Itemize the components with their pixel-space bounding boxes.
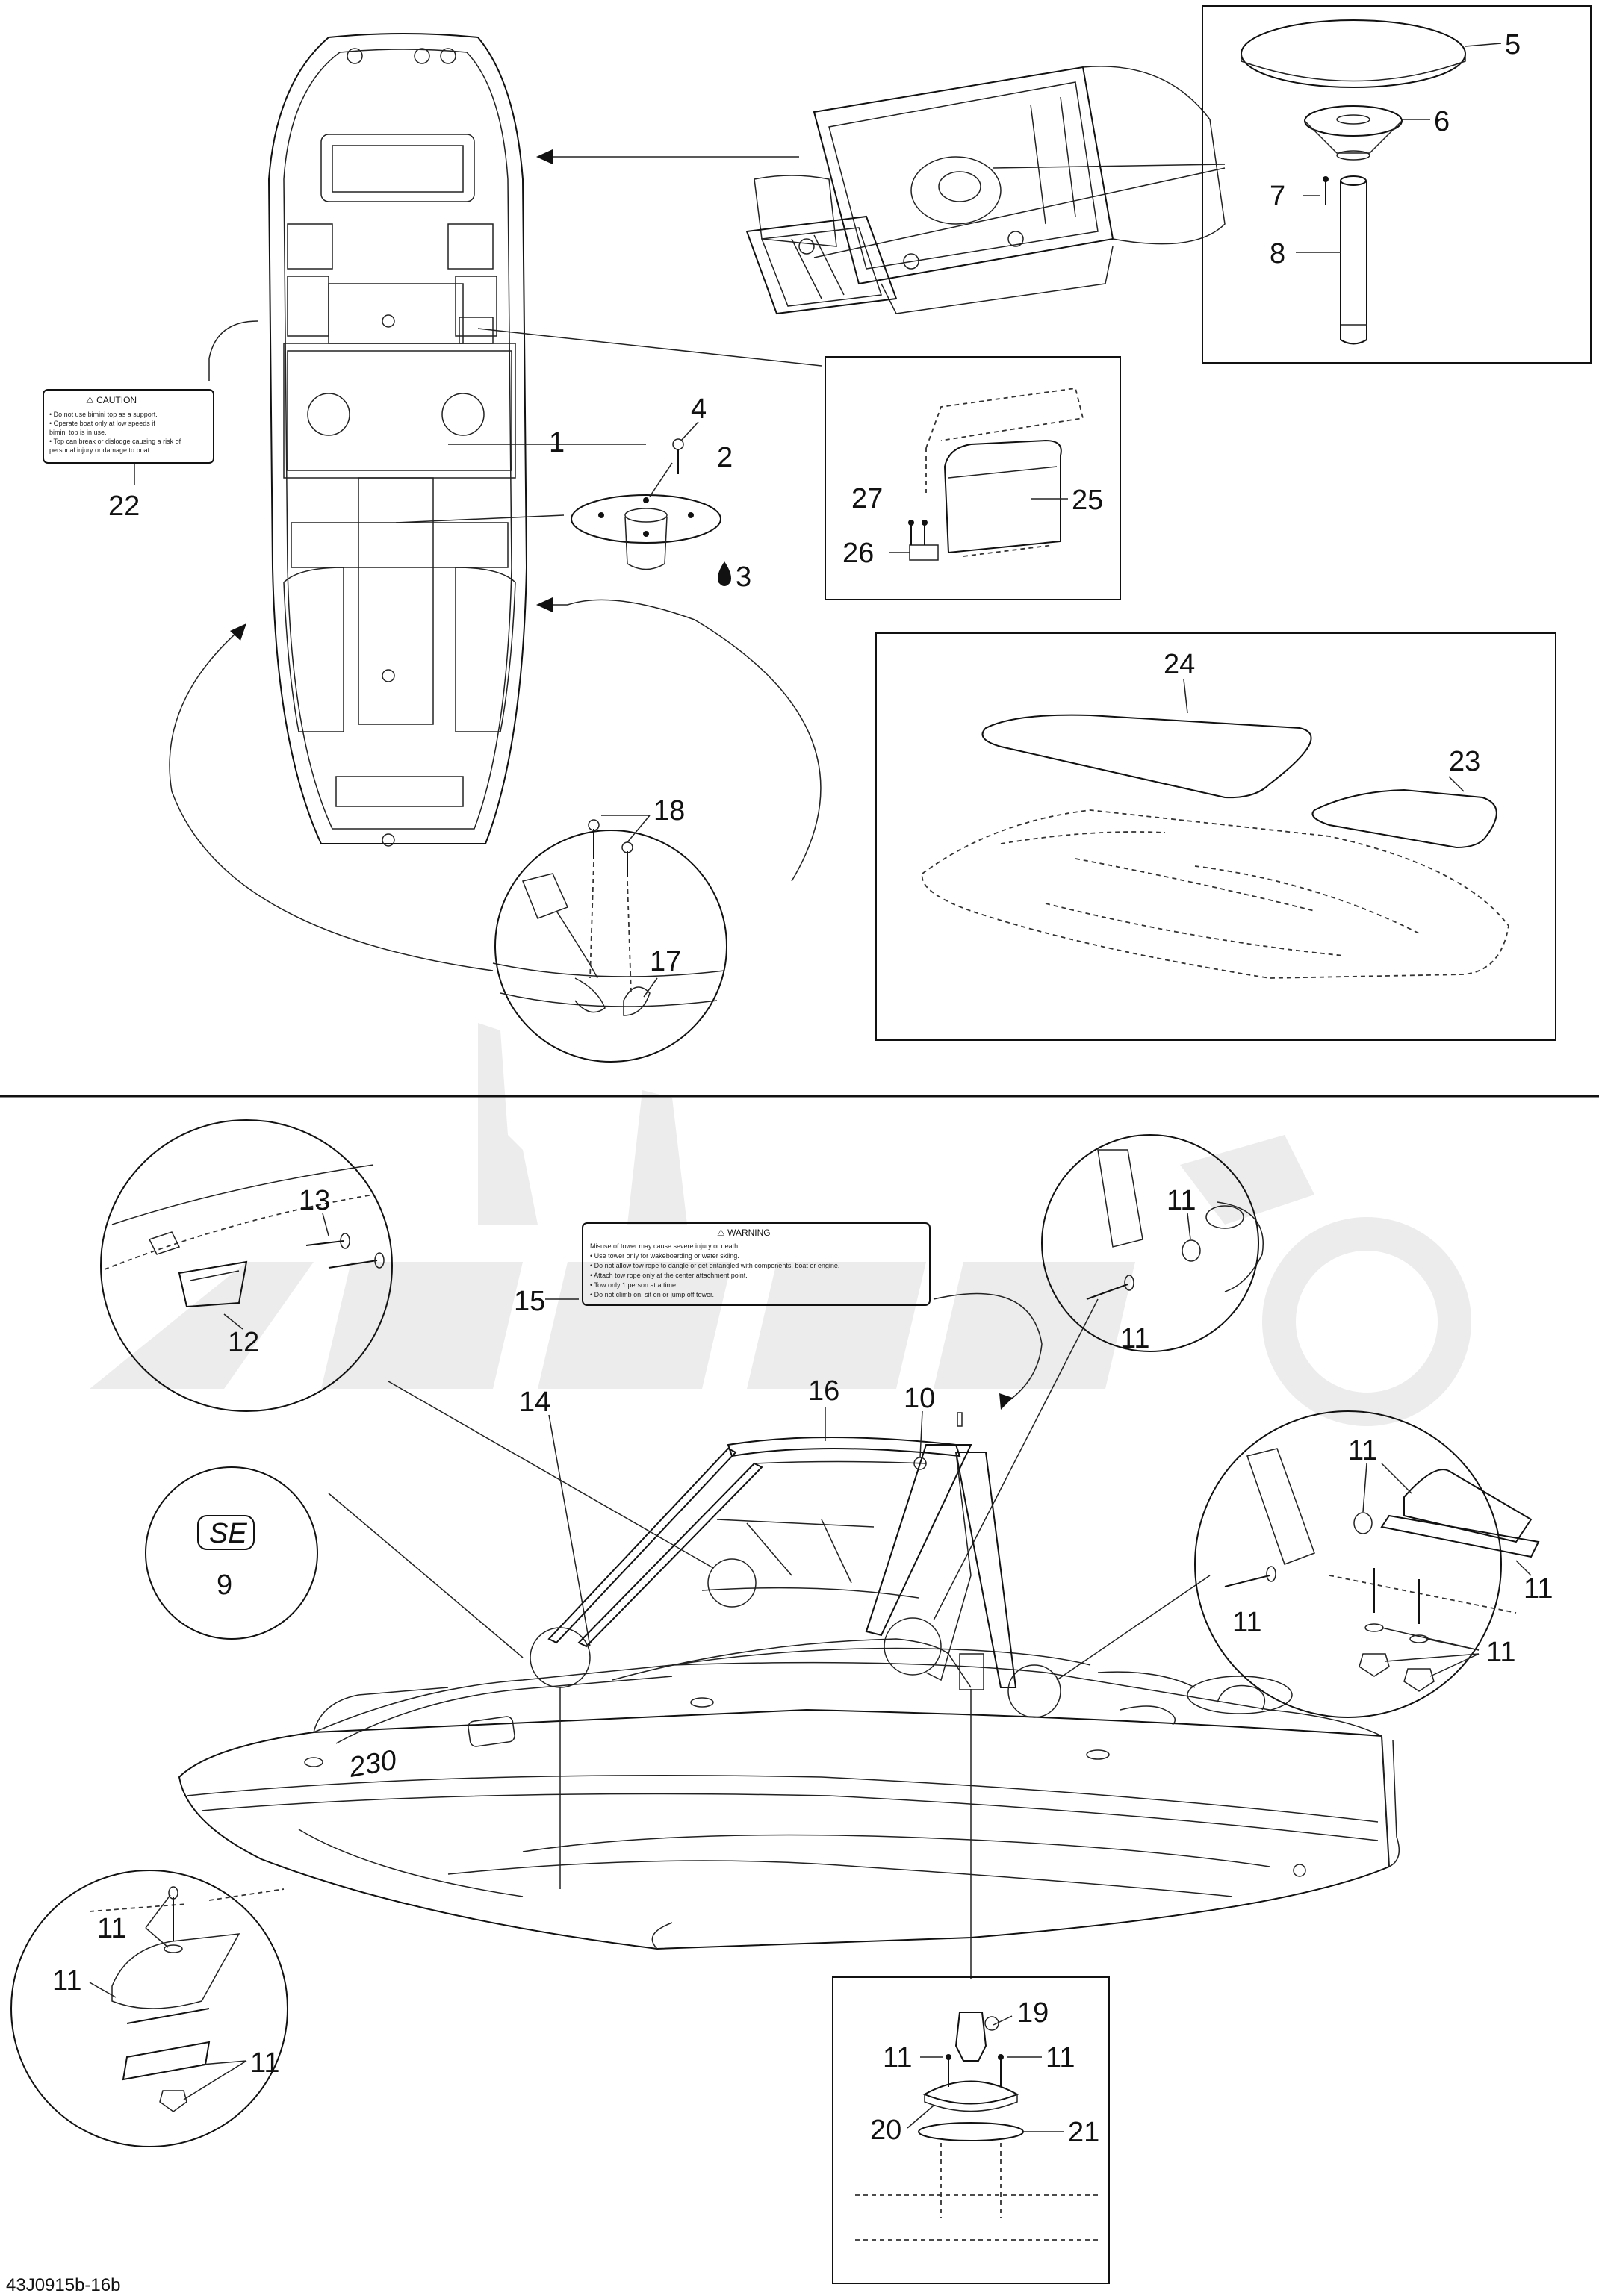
callout-12: 12 [228,1327,259,1358]
callout-11i: 11 [250,2047,279,2079]
wakeboard-tower [547,1412,1017,1688]
svg-text:• Do not climb on, sit on or j: • Do not climb on, sit on or jump off to… [590,1291,714,1298]
callout-27: 27 [851,483,883,514]
callout-10: 10 [904,1383,935,1414]
callout-15: 15 [514,1286,545,1317]
svg-text:230: 230 [346,1744,399,1784]
detail-circle-handle [100,1119,393,1412]
svg-text:bimini top is in use.: bimini top is in use. [49,429,107,436]
callout-20: 20 [870,2115,901,2146]
table-leg [1340,175,1367,345]
boat-top-view [267,33,528,847]
callout-16: 16 [808,1375,839,1407]
svg-text:• Do not allow tow rope to dan: • Do not allow tow rope to dangle or get… [590,1262,839,1269]
tow-eye [855,2012,1098,2241]
tower-top-fastener [1086,1149,1264,1300]
svg-text:• Do not use bimini top as a s: • Do not use bimini top as a support. [49,411,158,418]
caution-label: ⚠ CAUTION • Do not use bimini top as a s… [43,389,214,464]
callout-7: 7 [1270,181,1285,212]
callout-13: 13 [299,1185,330,1216]
table-parts-box [1202,5,1592,364]
callout-19: 19 [1017,1997,1049,2029]
svg-text:⚠ CAUTION: ⚠ CAUTION [86,395,137,405]
sealant-drop-icon [718,561,731,586]
diagram-code: 43J0915b-16b [6,2275,120,2295]
screw-4 [672,438,684,474]
boat-side-view: 230 [178,1638,1400,1950]
callout-11c: 11 [1348,1435,1377,1466]
callout-26: 26 [842,538,874,569]
callout-11d: 11 [1524,1573,1553,1605]
callout-18: 18 [653,795,685,827]
callout-5: 5 [1505,29,1521,60]
cup-holder-ring [571,494,721,570]
svg-text:Misuse of tower may cause seve: Misuse of tower may cause severe injury … [590,1242,740,1250]
se-badge: SE [197,1515,255,1550]
callout-9: 9 [217,1569,232,1601]
callout-11g: 11 [97,1913,126,1944]
table-top [1241,19,1466,88]
tower-base-fastener [1224,1448,1540,1692]
callout-3: 3 [736,561,751,593]
callout-11e: 11 [1232,1607,1261,1638]
callout-11f: 11 [1486,1637,1515,1668]
callout-25: 25 [1072,485,1103,516]
callout-6: 6 [1434,106,1450,137]
svg-text:• Top can break or dislodge ca: • Top can break or dislodge causing a ri… [49,438,181,445]
callout-11a: 11 [1167,1185,1196,1216]
callout-21: 21 [1068,2117,1099,2148]
svg-text:personal injury or damage to b: personal injury or damage to boat. [49,447,152,454]
boat-outline-cushions [921,809,1509,979]
callout-14: 14 [519,1387,550,1418]
callout-2: 2 [717,442,733,473]
cooler-parts-box [825,356,1121,600]
cushion-24 [981,714,1312,799]
callout-11k: 11 [1046,2042,1075,2073]
callout-11b: 11 [1120,1323,1149,1354]
callout-23: 23 [1449,746,1480,777]
cleat [492,873,725,1016]
callout-24: 24 [1164,649,1195,680]
callout-1: 1 [549,427,565,458]
callout-11j: 11 [883,2042,912,2073]
svg-text:• Operate boat only at low spe: • Operate boat only at low speeds if [49,420,155,427]
callout-22: 22 [108,491,140,522]
svg-text:⚠ WARNING: ⚠ WARNING [717,1228,771,1238]
callout-8: 8 [1270,238,1285,270]
table-base [1304,105,1403,161]
callout-4: 4 [691,393,707,425]
tow-eye-parts-box [832,1976,1110,2284]
cushion-23 [1311,788,1497,849]
svg-text:SE: SE [209,1518,247,1549]
svg-text:• Attach tow rope only at the: • Attach tow rope only at the center att… [590,1272,748,1279]
cooler [909,387,1084,561]
callout-17: 17 [650,946,681,977]
svg-text:• Tow only 1 person at a time.: • Tow only 1 person at a time. [590,1281,678,1289]
callout-11h: 11 [52,1965,81,1997]
detail-circle-tower-top [1041,1134,1259,1352]
detail-circle-tower-base [1194,1410,1502,1718]
svg-text:• Use tower only for wakeboard: • Use tower only for wakeboarding or wat… [590,1252,739,1260]
glovebox-view [745,66,1226,315]
grab-handle [104,1164,385,1308]
cushion-parts-box [875,632,1556,1041]
detail-circle-cleat [494,830,727,1063]
warning-label: ⚠ WARNING Misuse of tower may cause seve… [582,1222,931,1306]
detail-circle-tower-front [10,1870,288,2147]
watermark [90,1023,1471,1426]
detail-circle-badge [145,1466,318,1640]
